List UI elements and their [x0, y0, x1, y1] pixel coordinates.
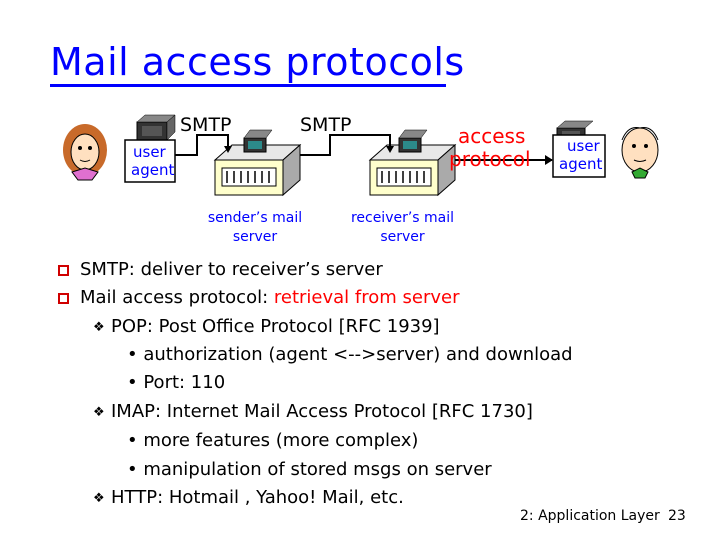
bullet-http: HTTP: Hotmail , Yahoo! Mail, etc. [111, 487, 404, 508]
bullet-pop: POP: Post Office Protocol [RFC 1939] [111, 316, 440, 337]
smtp-label-2: SMTP [300, 114, 352, 136]
access-label-2: protocol [449, 147, 531, 171]
arrow-heads [224, 146, 553, 165]
ua-right-label-2: agent [559, 155, 603, 173]
ua-left-label-1: user [133, 143, 166, 161]
bullet-marker-icon [58, 293, 69, 304]
left-computer-icon [136, 114, 176, 141]
sender-server-icon [213, 129, 302, 197]
bullet-imap-sub-1: • more features (more complex) [127, 430, 419, 451]
bullet-marker-icon [58, 265, 69, 276]
bullet-mail-access-highlight: retrieval from server [273, 287, 460, 308]
ua-right-box [552, 134, 606, 178]
bullet-pop-sub-2: • Port: 110 [127, 372, 226, 393]
footer-chapter: 2: Application Layer [520, 508, 660, 524]
bullet-imap: IMAP: Internet Mail Access Protocol [RFC… [111, 401, 533, 422]
receiver-server-label-1: receiver’s mail [350, 210, 455, 226]
diamond-bullet-icon: ❖ [93, 491, 105, 506]
title-underline [50, 84, 446, 87]
smtp-label-1: SMTP [180, 114, 232, 136]
page-number: 23 [668, 508, 686, 524]
bullet-smtp: SMTP: deliver to receiver’s server [80, 259, 383, 280]
sender-server-label-2: server [232, 229, 278, 245]
access-label-1: access [458, 124, 526, 148]
ua-right-label-1: user [567, 137, 600, 155]
ua-left-label-2: agent [131, 161, 175, 179]
bullet-mail-access-prefix: Mail access protocol: [80, 287, 274, 308]
slide-title: Mail access protocols [50, 40, 465, 84]
sender-server-label-1: sender’s mail [207, 210, 303, 226]
right-user-face-icon [621, 127, 659, 179]
bullet-pop-sub-1: • authorization (agent <-->server) and d… [127, 344, 573, 365]
bullet-mail-access: Mail access protocol: retrieval from ser… [80, 287, 459, 309]
diamond-bullet-icon: ❖ [93, 320, 105, 335]
left-user-face-icon [63, 124, 107, 181]
flow-arrows [175, 134, 552, 161]
receiver-server-icon [368, 129, 457, 197]
receiver-server-label-2: server [380, 229, 425, 245]
ua-left-box [124, 139, 176, 183]
diagram-graphics [63, 114, 659, 197]
bullet-imap-sub-2: • manipulation of stored msgs on server [127, 459, 492, 480]
diamond-bullet-icon: ❖ [93, 405, 105, 420]
